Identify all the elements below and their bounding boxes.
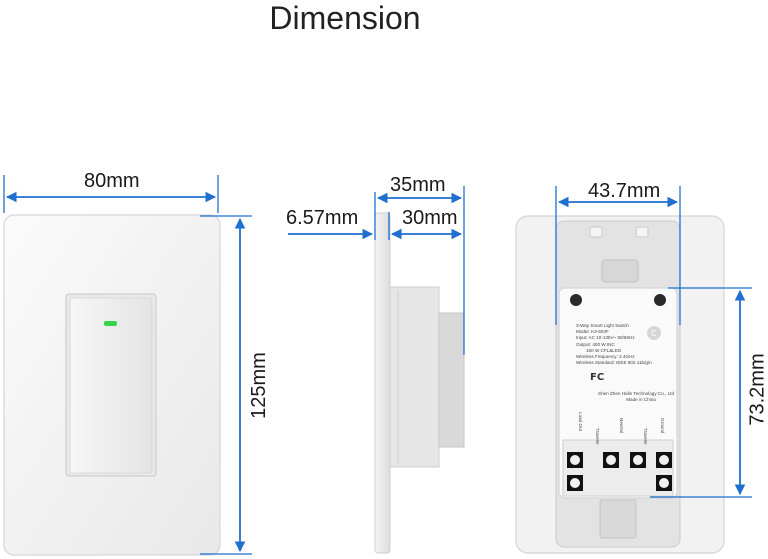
front-height-label: 125mm <box>247 352 270 419</box>
side-view <box>374 212 465 554</box>
brand-logo <box>647 326 661 340</box>
terminal-label-ground: Ground <box>660 418 665 434</box>
label-line: Input: AC 10-135V~ 50/60Hz <box>576 335 635 341</box>
side-total-label: 35mm <box>390 174 446 196</box>
terminal-label-traveler-2: Traveler <box>643 428 648 445</box>
led-indicator <box>104 321 117 326</box>
maker-line: Made in China <box>626 397 656 403</box>
terminal-label-traveler-1: Traveler <box>595 428 600 445</box>
label-line: Wireless Standard: IEEE 802.11b/g/n <box>576 360 652 366</box>
maker-line: Shen Zhen Hidin Technology Co., Ltd <box>598 391 675 396</box>
terminal-label-neutral: Neutral <box>619 418 624 433</box>
screw-hole-left <box>570 294 582 306</box>
terminal-screws <box>567 452 672 491</box>
label-line: Wireless Frequency: 2.4GHz <box>576 354 635 360</box>
side-plate-label: 6.57mm <box>286 207 359 229</box>
side-body-label: 30mm <box>402 207 458 229</box>
label-line: 3-Way Smart Light Switch <box>576 323 629 328</box>
label-line: Model: K3-603F <box>576 329 609 335</box>
page-title: Dimension <box>269 0 421 36</box>
screw-hole-right <box>654 294 666 306</box>
fcc-mark: FC <box>590 372 605 383</box>
back-view: C <box>515 215 725 554</box>
label-maker: Shen Zhen Hidin Technology Co., Ltd Made… <box>598 391 674 403</box>
label-specs: 3-Way Smart Light Switch Model: K3-603F … <box>576 323 652 366</box>
back-width-label: 43.7mm <box>588 180 661 202</box>
side-body <box>389 286 440 468</box>
front-view <box>3 214 221 556</box>
side-plate <box>374 212 391 554</box>
label-line: Output: 400 W INC <box>576 341 615 347</box>
back-height-label: 73.2mm <box>746 353 768 426</box>
front-width-label: 80mm <box>84 170 140 192</box>
brand-logo-mark: C <box>651 329 657 338</box>
side-body-back <box>438 312 465 448</box>
front-rocker <box>69 297 153 474</box>
terminal-label-load-out: Load Out <box>578 412 583 431</box>
label-line: 150 W CFL&LED <box>586 347 622 353</box>
